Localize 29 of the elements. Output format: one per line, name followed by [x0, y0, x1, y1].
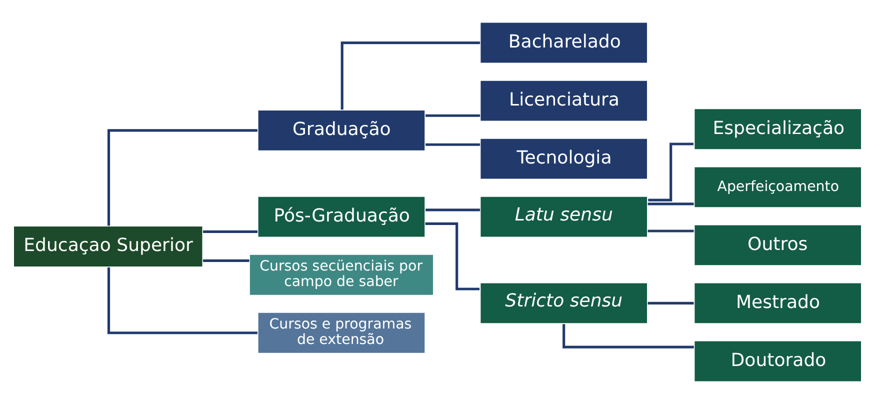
node-box: Cursos e programas de extensão [257, 311, 426, 354]
connector [426, 114, 480, 116]
node-box: Pós-Graduação [257, 195, 426, 238]
node-box: Graduação [257, 108, 426, 152]
node-box: Licenciatura [479, 79, 648, 122]
connector [203, 230, 258, 232]
connector [203, 258, 250, 262]
node-box: Outros [693, 223, 862, 266]
connector [648, 142, 694, 201]
node-box: Latu sensu [479, 195, 648, 238]
connector [340, 41, 480, 110]
connector [425, 222, 480, 290]
node-box: Especialização [693, 107, 862, 150]
connector [562, 324, 694, 348]
node-box: Aperfeiçoamento [693, 165, 862, 208]
connector [426, 208, 480, 211]
node-box: Mestrado [693, 281, 862, 324]
node-box: Doutorado [693, 339, 862, 382]
node-box: Tecnologia [479, 137, 648, 180]
node-box: Bacharelado [479, 21, 648, 64]
node-box: Educaçao Superior [12, 224, 204, 268]
connector [648, 301, 694, 304]
connector [107, 266, 258, 334]
node-box: Cursos secüenciais por campo de saber [248, 253, 434, 296]
connector [107, 128, 258, 226]
node-box: Stricto sensu [479, 281, 648, 324]
connector [648, 202, 694, 205]
connector [648, 229, 694, 232]
connector [426, 142, 480, 146]
